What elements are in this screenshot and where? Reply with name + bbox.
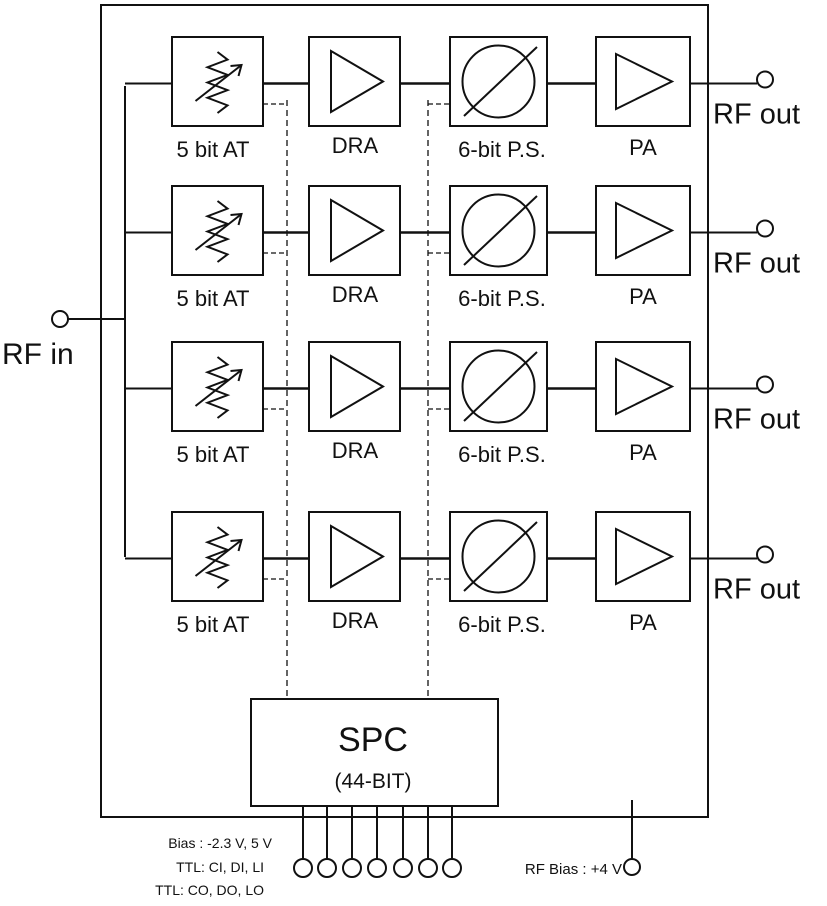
pin-note-ttl-out: TTL: CO, DO, LO (155, 882, 264, 898)
dra-box (308, 185, 401, 276)
pin-note-ttl-in: TTL: CI, DI, LI (176, 859, 264, 875)
attenuator-label: 5 bit AT (177, 286, 250, 311)
power-amp-label: PA (629, 440, 657, 465)
driver-amp-label: DRA (332, 133, 379, 158)
phase-shifter-label: 6-bit P.S. (458, 442, 546, 467)
phase-shifter-slash-icon (463, 195, 538, 266)
attenuator-resistor-icon (204, 51, 231, 114)
driver-amp-triangle-icon (330, 198, 385, 263)
attenuator-resistor-icon (204, 526, 231, 589)
control-pin-port (317, 858, 337, 878)
attenuator-arrow-icon (194, 369, 243, 407)
control-pins (293, 806, 462, 878)
rf-out-port (756, 70, 774, 89)
control-pin-port (293, 858, 313, 878)
power-amp-triangle-icon (615, 527, 675, 586)
driver-amp-triangle-icon (330, 524, 385, 589)
channel-2: 5 bit AT DRA 6-bit P.S. PA RF out (125, 185, 800, 311)
attenuator-label: 5 bit AT (177, 442, 250, 467)
rf-out-label: RF out (713, 574, 800, 606)
spc-title: SPC (338, 721, 408, 759)
driver-amp-label: DRA (332, 282, 379, 307)
rf-out-port (756, 219, 774, 238)
spc-bits: (44-BIT) (334, 770, 411, 793)
rf-out-port (756, 545, 774, 564)
attenuator-arrow-icon (194, 539, 243, 577)
rf-in-label: RF in (2, 338, 74, 371)
power-amp-label: PA (629, 610, 657, 635)
attenuator-arrowhead-icon (230, 368, 243, 382)
pa-box (595, 185, 691, 276)
phase-shifter-circle-icon (461, 519, 536, 594)
attenuator-label: 5 bit AT (177, 137, 250, 162)
power-amp-label: PA (629, 135, 657, 160)
attenuator-arrow-icon (194, 64, 243, 102)
attenuator-arrow-icon (194, 213, 243, 251)
pa-box (595, 36, 691, 127)
dra-box (308, 341, 401, 432)
spc-box (250, 698, 499, 807)
rf-in-port (51, 310, 69, 328)
attenuator-arrowhead-icon (230, 212, 243, 226)
at-box (171, 341, 264, 432)
power-amp-triangle-icon (615, 201, 675, 260)
attenuator-label: 5 bit AT (177, 612, 250, 637)
phase-shifter-circle-icon (461, 349, 536, 424)
control-pin-port (393, 858, 413, 878)
phase-shifter-label: 6-bit P.S. (458, 286, 546, 311)
pin-note-bias: Bias : -2.3 V, 5 V (168, 835, 272, 851)
power-amp-triangle-icon (615, 357, 675, 416)
dra-box (308, 511, 401, 602)
rf-bias-port (623, 858, 641, 876)
control-pin-port (418, 858, 438, 878)
control-pin-port (442, 858, 462, 878)
rf-bias-label: RF Bias : +4 V (525, 861, 622, 878)
phase-shifter-slash-icon (463, 521, 538, 592)
at-box (171, 511, 264, 602)
channel-4: 5 bit AT DRA 6-bit P.S. PA RF out (125, 511, 800, 637)
control-pin-port (367, 858, 387, 878)
phase-shifter-slash-icon (463, 351, 538, 422)
attenuator-resistor-icon (204, 200, 231, 263)
driver-amp-label: DRA (332, 438, 379, 463)
phase-shifter-label: 6-bit P.S. (458, 137, 546, 162)
pa-box (595, 341, 691, 432)
rf-out-label: RF out (713, 248, 800, 280)
static-layer: RF in SPC (44-BIT) Bias : -2.3 V, 5 V TT… (2, 4, 709, 898)
at-box (171, 185, 264, 276)
module-outline (100, 4, 709, 818)
phase-shifter-circle-icon (461, 44, 536, 119)
dra-box (308, 36, 401, 127)
rf-out-label: RF out (713, 99, 800, 131)
rf-out-port (756, 375, 774, 394)
driver-amp-label: DRA (332, 608, 379, 633)
attenuator-arrowhead-icon (230, 63, 243, 77)
phase-shifter-slash-icon (463, 46, 538, 117)
phase-shifter-label: 6-bit P.S. (458, 612, 546, 637)
channel-3: 5 bit AT DRA 6-bit P.S. PA RF out (125, 341, 800, 467)
power-amp-triangle-icon (615, 52, 675, 111)
at-box (171, 36, 264, 127)
rf-out-label: RF out (713, 404, 800, 436)
attenuator-arrowhead-icon (230, 538, 243, 552)
driver-amp-triangle-icon (330, 49, 385, 114)
attenuator-resistor-icon (204, 356, 231, 419)
control-pin-port (342, 858, 362, 878)
channel-1: 5 bit AT DRA 6-bit P.S. PA RF out (125, 36, 800, 162)
phase-shifter-circle-icon (461, 193, 536, 268)
pa-box (595, 511, 691, 602)
driver-amp-triangle-icon (330, 354, 385, 419)
power-amp-label: PA (629, 284, 657, 309)
